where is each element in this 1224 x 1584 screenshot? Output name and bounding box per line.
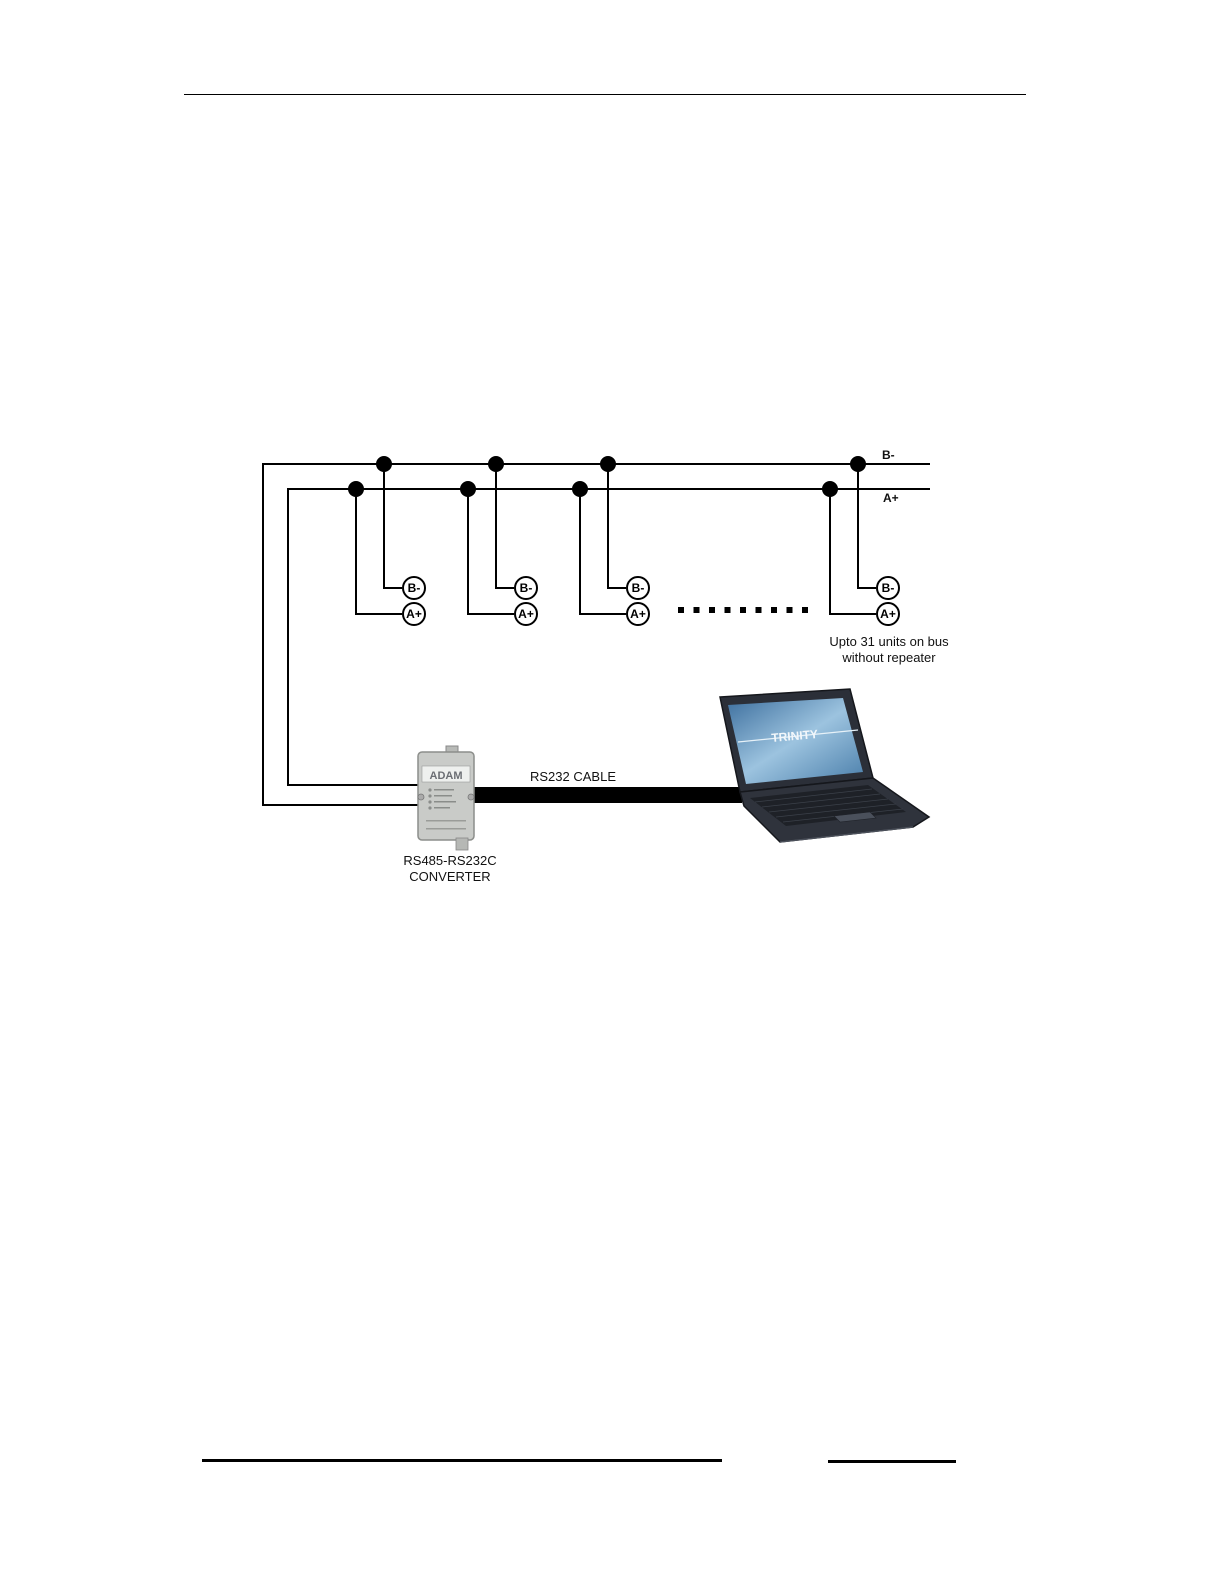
converter-brand-logo: ADAM bbox=[430, 770, 463, 782]
unit-limit-note-line1: Upto 31 units on bus bbox=[829, 634, 949, 649]
continuation-dot bbox=[802, 607, 808, 613]
junction-dot-b bbox=[600, 456, 616, 472]
laptop-computer: TRINITY bbox=[720, 689, 929, 842]
continuation-dot bbox=[709, 607, 715, 613]
unit-drop: B- A+ bbox=[348, 456, 425, 625]
terminal-b-label: B- bbox=[520, 581, 533, 595]
converter-device: ADAM bbox=[418, 746, 474, 850]
drop-wire-b bbox=[384, 464, 402, 588]
terminal-a-label: A+ bbox=[518, 607, 534, 621]
continuation-dot bbox=[678, 607, 684, 613]
junction-dot-b bbox=[850, 456, 866, 472]
junction-dot-b bbox=[376, 456, 392, 472]
unit-drop: B- A+ bbox=[460, 456, 537, 625]
terminal-b-label: B- bbox=[632, 581, 645, 595]
drop-wire-b bbox=[608, 464, 626, 588]
drop-wire-b bbox=[496, 464, 514, 588]
converter-label-line1: RS485-RS232C bbox=[403, 853, 496, 868]
drop-wire-a bbox=[356, 489, 402, 614]
junction-dot-a bbox=[460, 481, 476, 497]
junction-dot-b bbox=[488, 456, 504, 472]
bus-line-a-label: A+ bbox=[883, 491, 899, 505]
terminal-a-label: A+ bbox=[880, 607, 896, 621]
drop-wire-a bbox=[830, 489, 876, 614]
drop-wire-a bbox=[580, 489, 626, 614]
unit-limit-note-line2: without repeater bbox=[841, 650, 936, 665]
junction-dot-a bbox=[572, 481, 588, 497]
unit-drop: B- A+ bbox=[822, 456, 899, 625]
continuation-dot bbox=[694, 607, 700, 613]
continuation-dots bbox=[678, 607, 808, 613]
rs232-cable bbox=[472, 787, 742, 803]
converter-label-line2: CONVERTER bbox=[409, 869, 490, 884]
drop-wire-b bbox=[858, 464, 876, 588]
terminal-b-label: B- bbox=[408, 581, 421, 595]
unit-drop: B- A+ bbox=[572, 456, 649, 625]
terminal-a-label: A+ bbox=[406, 607, 422, 621]
continuation-dot bbox=[787, 607, 793, 613]
unit-drops: B- A+ B- A+ B- A+ B- A+ bbox=[348, 456, 899, 625]
continuation-dot bbox=[771, 607, 777, 613]
junction-dot-a bbox=[822, 481, 838, 497]
junction-dot-a bbox=[348, 481, 364, 497]
continuation-dot bbox=[725, 607, 731, 613]
rs232-cable-label: RS232 CABLE bbox=[530, 769, 616, 784]
drop-wire-a bbox=[468, 489, 514, 614]
terminal-a-label: A+ bbox=[630, 607, 646, 621]
continuation-dot bbox=[756, 607, 762, 613]
continuation-dot bbox=[740, 607, 746, 613]
terminal-b-label: B- bbox=[882, 581, 895, 595]
bus-line-b-label: B- bbox=[882, 448, 895, 462]
